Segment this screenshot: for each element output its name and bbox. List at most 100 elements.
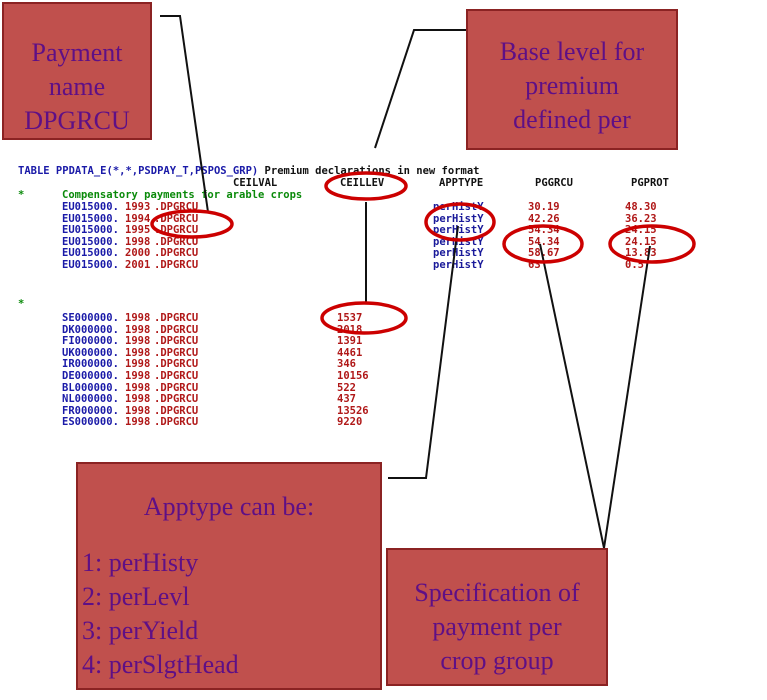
row-pgprot: 24.15 xyxy=(625,235,657,248)
row-item: .DPGRCU xyxy=(154,247,199,260)
row-region: ES000000. xyxy=(62,416,119,429)
row-item: .DPGRCU xyxy=(154,381,199,394)
row-ceilval: 9220 xyxy=(337,416,363,429)
row-item: .DPGRCU xyxy=(154,393,199,406)
connector-payment-name xyxy=(160,15,209,213)
apptype-item-perlevl: 2: perLevl xyxy=(82,582,190,611)
callout-payment-name: Payment name DPGRCU xyxy=(2,2,152,140)
apptype-item-perslgthead: 4: perSlgtHead xyxy=(82,650,239,679)
row-region: FR000000. xyxy=(62,404,119,417)
row-region: EU015000. xyxy=(62,235,119,248)
row-pggrcu: 54.34 xyxy=(528,235,560,248)
comment-text: Compensatory payments for arable crops xyxy=(62,189,303,201)
row-item: .DPGRCU xyxy=(154,416,199,429)
connector-pggrcu xyxy=(539,243,605,549)
row-year: 1998 xyxy=(125,370,151,382)
row-pggrcu: 58.67 xyxy=(528,247,560,260)
header-apptype: APPTYPE xyxy=(439,177,484,189)
apptype-list: 1: perHisty 2: perLevl 3: perYield 4: pe… xyxy=(82,546,239,682)
comment-marker: * xyxy=(18,189,25,201)
row-year: 1998 xyxy=(125,416,151,429)
ring-pggrcu xyxy=(502,224,584,264)
row-pgprot: 0.5 xyxy=(625,259,644,271)
row-year: 1998 xyxy=(125,323,151,336)
row-region: EU015000. xyxy=(62,247,119,260)
row-region: DE000000. xyxy=(62,370,119,382)
row-region: EU015000. xyxy=(62,259,119,271)
table-declaration: TABLE PPDATA_E(*,*,PSDPAY_T,PSPOS_GRP) xyxy=(18,165,259,177)
row-apptype: perHistY xyxy=(433,201,484,213)
row-year: 1998 xyxy=(125,312,151,324)
row-item: .DPGRCU xyxy=(154,259,199,271)
callout-specification-line-3: crop group xyxy=(440,646,554,675)
row-year: 1998 xyxy=(125,235,151,248)
separator-marker: * xyxy=(18,298,25,310)
row-item: .DPGRCU xyxy=(154,358,199,371)
row-ceilval: 1537 xyxy=(337,312,363,324)
connector-pgprot xyxy=(603,245,651,549)
callout-base-level: Base level for premium defined per xyxy=(466,9,678,150)
row-pgprot: 36.23 xyxy=(625,212,657,225)
ring-apptype xyxy=(424,202,496,242)
callout-payment-name-line-2: name xyxy=(48,72,106,101)
callout-apptype-title: Apptype can be: xyxy=(143,492,315,521)
callout-specification: Specification of payment per crop group xyxy=(386,548,608,686)
row-region: SE000000. xyxy=(62,312,119,324)
row-region: BL000000. xyxy=(62,381,119,394)
row-item: .DPGRCU xyxy=(154,335,199,348)
apptype-item-peryield: 3: perYield xyxy=(82,616,199,645)
row-ceilval: 10156 xyxy=(337,370,369,382)
callout-payment-name-line-3: DPGRCU xyxy=(24,106,130,135)
row-pgprot: 24.15 xyxy=(625,224,657,237)
row-pggrcu: 54.34 xyxy=(528,224,560,237)
header-ceillev: CEILLEV xyxy=(340,177,385,189)
row-ceilval: 2018 xyxy=(337,323,363,336)
ring-ceillev xyxy=(324,171,408,201)
row-ceilval: 346 xyxy=(337,358,356,371)
table-declaration-line: TABLE PPDATA_E(*,*,PSDPAY_T,PSPOS_GRP) P… xyxy=(18,165,479,178)
header-ceilval: CEILVAL xyxy=(233,177,278,189)
row-year: 1998 xyxy=(125,404,151,417)
row-item: .DPGRCU xyxy=(154,312,199,324)
row-item: .DPGRCU xyxy=(154,346,199,359)
row-pgprot: 13.83 xyxy=(625,247,657,260)
header-pgprot: PGPROT xyxy=(631,177,669,189)
row-year: 2001 xyxy=(125,259,151,271)
row-region: IR000000. xyxy=(62,358,119,371)
connector-apptype xyxy=(388,225,459,479)
row-year: 1998 xyxy=(125,346,151,359)
row-ceilval: 1391 xyxy=(337,335,363,348)
row-region: UK000000. xyxy=(62,346,119,359)
row-year: 1998 xyxy=(125,358,151,371)
callout-specification-line-1: Specification of xyxy=(414,578,580,607)
row-year: 1998 xyxy=(125,335,151,348)
row-item: .DPGRCU xyxy=(154,235,199,248)
row-year: 1998 xyxy=(125,393,151,406)
callout-specification-line-2: payment per xyxy=(432,612,562,641)
row-year: 2000 xyxy=(125,247,151,260)
row-year: 1994 xyxy=(125,212,151,225)
callout-base-level-line-3: defined per xyxy=(513,105,631,134)
ring-dpgrcu xyxy=(150,209,234,239)
row-apptype: perHistY xyxy=(433,212,484,225)
row-item: .DPGRCU xyxy=(154,201,199,213)
row-item: .DPGRCU xyxy=(154,212,199,225)
row-region: EU015000. xyxy=(62,201,119,213)
ring-ceilval xyxy=(320,301,408,335)
callout-apptype: Apptype can be: 1: perHisty 2: perLevl 3… xyxy=(76,462,382,690)
row-pggrcu: 42.26 xyxy=(528,212,560,225)
row-pggrcu: 30.19 xyxy=(528,201,560,213)
callout-base-level-line-1: Base level for xyxy=(499,37,645,66)
row-region: FI000000. xyxy=(62,335,119,348)
row-ceilval: 13526 xyxy=(337,404,369,417)
apptype-item-perhisty: 1: perHisty xyxy=(82,548,199,577)
connector-base-level xyxy=(374,29,466,149)
row-apptype: perHistY xyxy=(433,235,484,248)
row-item: .DPGRCU xyxy=(154,323,199,336)
row-apptype: perHistY xyxy=(433,259,484,271)
row-item: .DPGRCU xyxy=(154,370,199,382)
row-region: EU015000. xyxy=(62,212,119,225)
row-region: DK000000. xyxy=(62,323,119,336)
row-apptype: perHistY xyxy=(433,247,484,260)
